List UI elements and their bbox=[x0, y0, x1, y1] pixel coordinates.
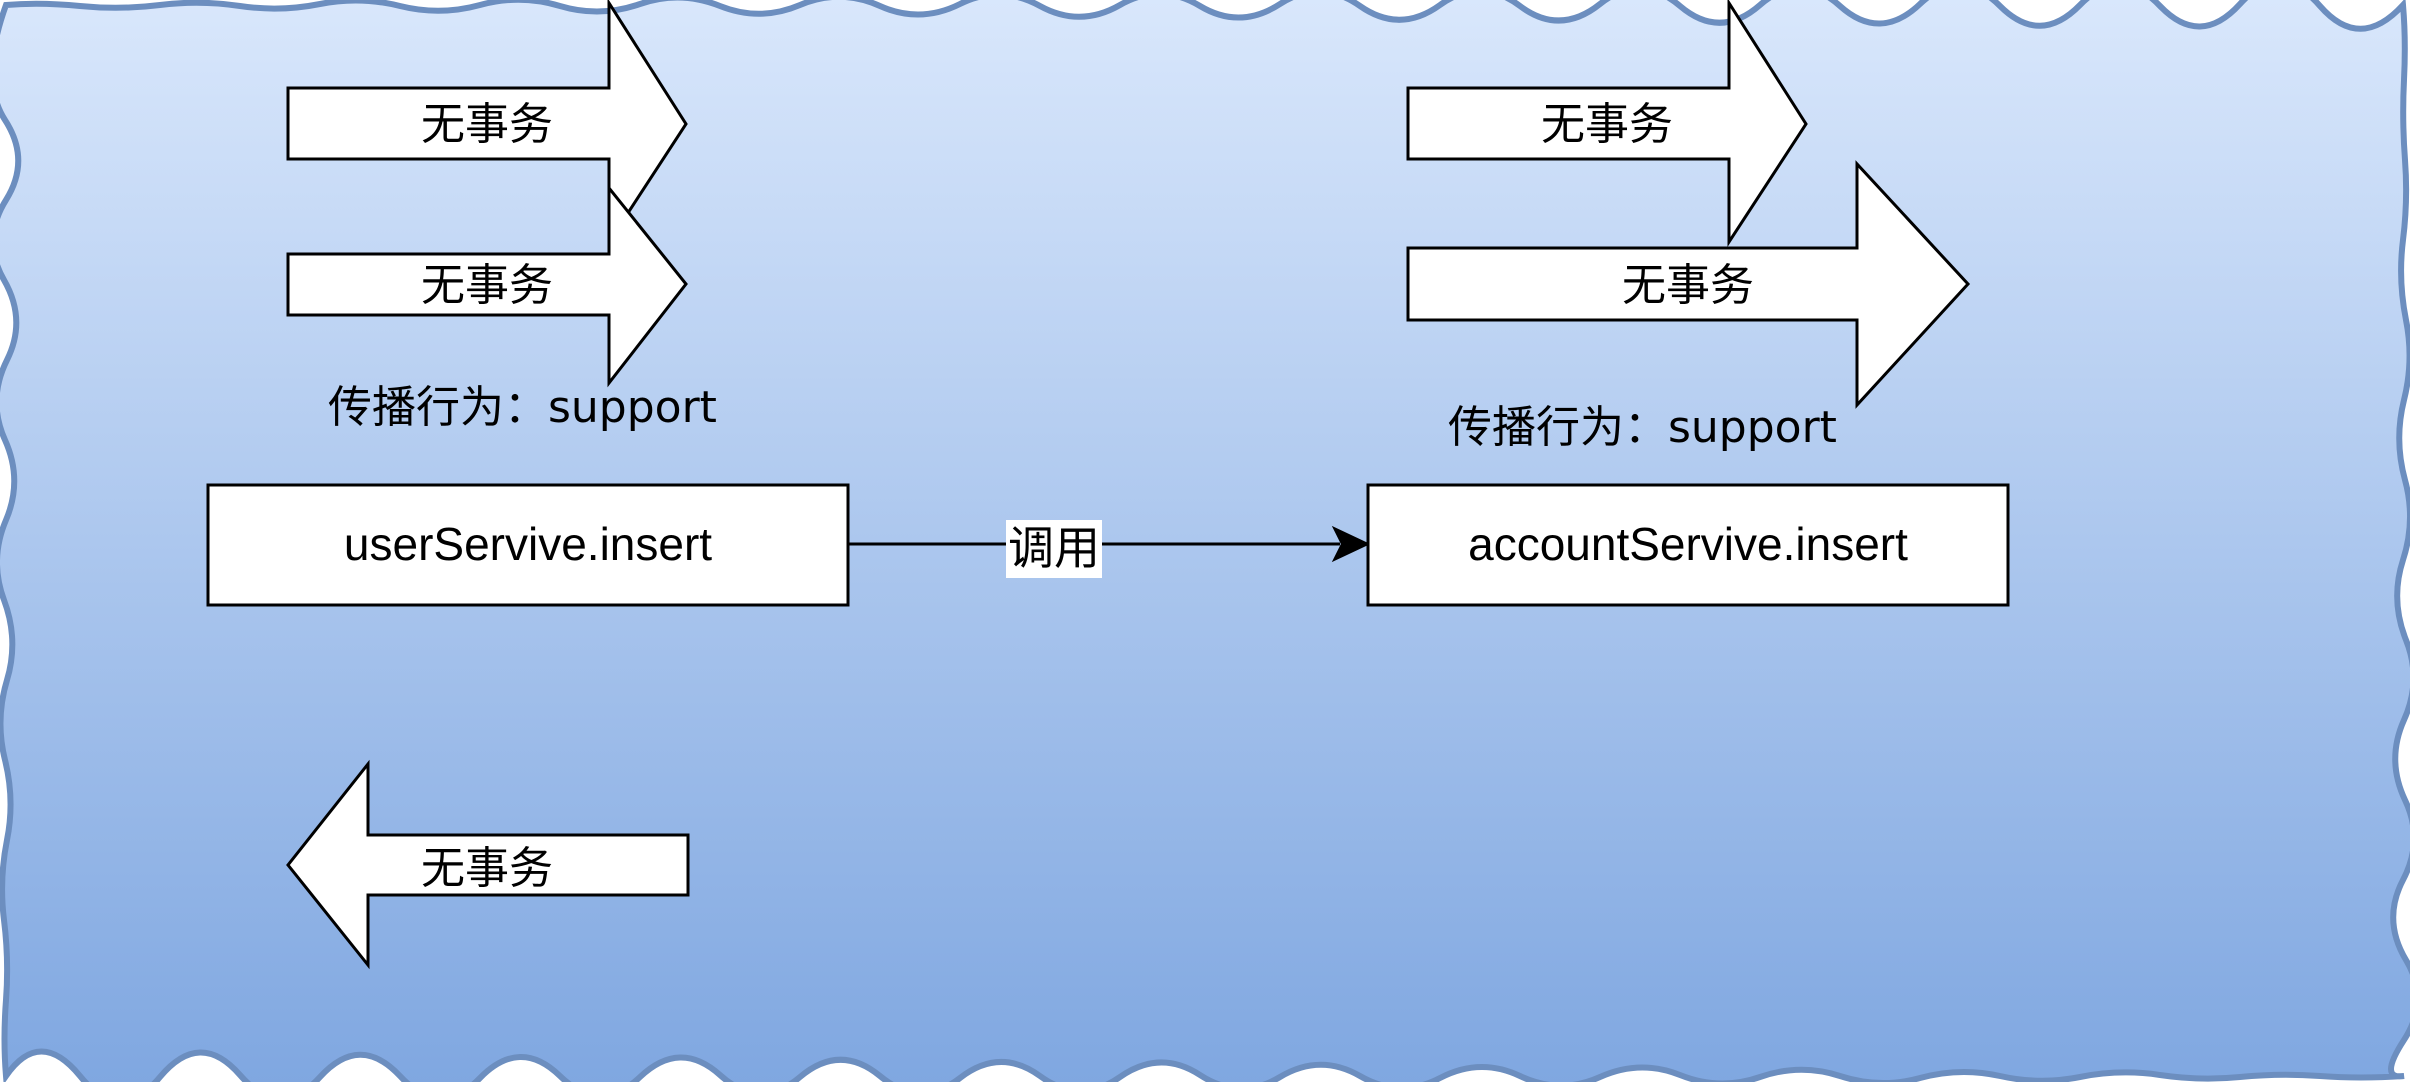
left-top-arrow-shape bbox=[286, 0, 688, 248]
user-service-rect bbox=[206, 483, 850, 607]
user-service-label: userServive.insert bbox=[344, 518, 712, 570]
left-propagation-label: 传播行为：support bbox=[328, 382, 717, 433]
right-bottom-arrow: 无事务 bbox=[1406, 160, 1971, 409]
right-top-arrow-shape bbox=[1406, 0, 1808, 248]
account-service-box: accountServive.insert bbox=[1366, 483, 2010, 607]
left-bottom-arrow: 无事务 bbox=[286, 183, 688, 388]
left-return-arrow: 无事务 bbox=[286, 759, 690, 970]
account-service-label: accountServive.insert bbox=[1468, 518, 1908, 570]
call-connector: 调用 bbox=[848, 520, 1371, 578]
right-bottom-arrow-shape bbox=[1406, 160, 1971, 409]
call-connector-arrowhead bbox=[1331, 525, 1371, 563]
left-top-arrow: 无事务 bbox=[286, 0, 688, 248]
right-top-arrow: 无事务 bbox=[1406, 0, 1808, 248]
left-return-arrow-label: 无事务 bbox=[421, 843, 553, 894]
call-connector-label: 调用 bbox=[1008, 521, 1100, 575]
right-bottom-arrow-label: 无事务 bbox=[1622, 260, 1754, 311]
left-bottom-arrow-label: 无事务 bbox=[421, 260, 553, 311]
right-propagation-label: 传播行为：support bbox=[1448, 402, 1837, 453]
call-connector-label-bg bbox=[1006, 520, 1102, 578]
left-return-arrow-shape bbox=[286, 759, 690, 970]
right-top-arrow-label: 无事务 bbox=[1541, 99, 1673, 150]
user-service-box: userServive.insert bbox=[206, 483, 850, 607]
left-top-arrow-label: 无事务 bbox=[421, 99, 553, 150]
account-service-rect bbox=[1366, 483, 2010, 607]
left-bottom-arrow-shape bbox=[286, 183, 688, 388]
